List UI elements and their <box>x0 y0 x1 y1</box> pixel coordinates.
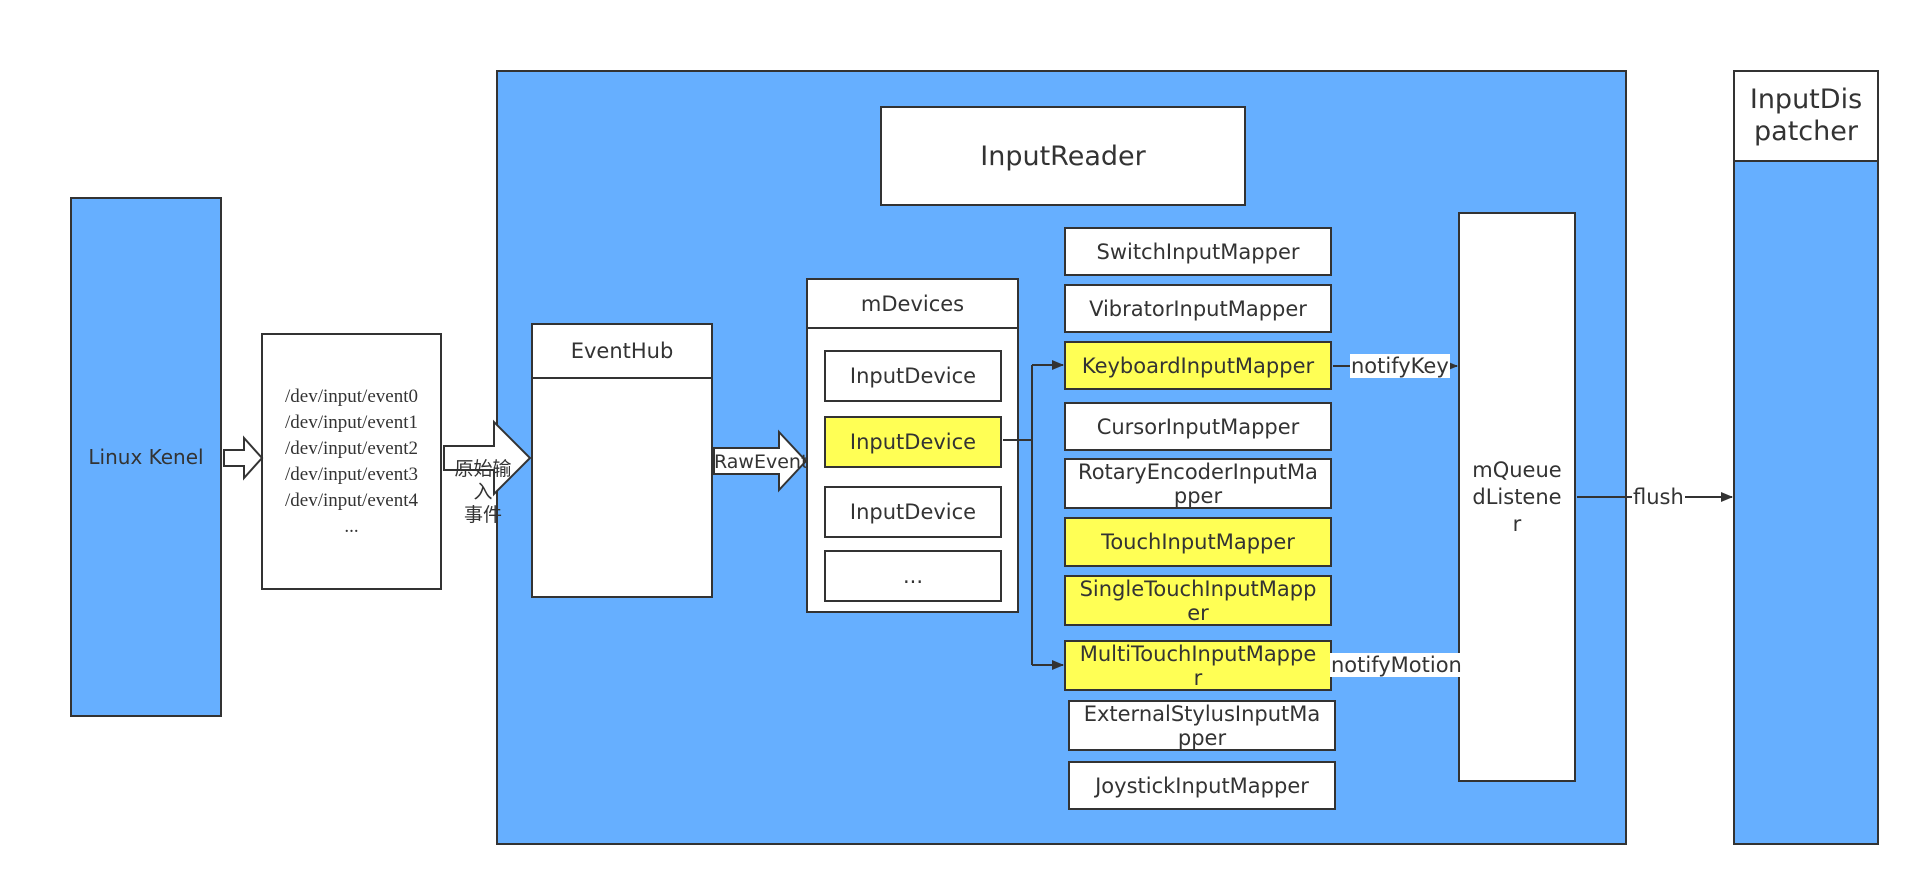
mapper-joystick: JoystickInputMapper <box>1068 761 1336 810</box>
mapper-external-stylus: ExternalStylusInputMa pper <box>1068 700 1336 751</box>
notify-motion-text: notifyMotion <box>1331 653 1462 677</box>
input-device-label: InputDevice <box>849 364 977 388</box>
input-device-item-highlighted: InputDevice <box>824 416 1002 468</box>
m-devices-header: mDevices <box>808 280 1017 329</box>
raw-input-event-label: 原始输入 事件 <box>446 435 520 527</box>
input-reader-title: InputReader <box>980 140 1146 172</box>
mapper-label: SingleTouchInputMapp er <box>1079 576 1317 625</box>
mapper-label: KeyboardInputMapper <box>1081 353 1315 378</box>
mapper-rotary-encoder: RotaryEncoderInputMa pper <box>1064 458 1332 509</box>
device-file-line: ... <box>344 515 359 537</box>
mapper-label: JoystickInputMapper <box>1095 773 1309 798</box>
raw-input-event-text: 原始输入 事件 <box>454 458 512 526</box>
input-device-more-item: ... <box>824 550 1002 602</box>
input-device-more-label: ... <box>902 564 924 588</box>
queued-listener-label: mQueue dListene r <box>1472 457 1562 536</box>
mapper-label: CursorInputMapper <box>1096 414 1300 439</box>
input-device-item: InputDevice <box>824 350 1002 402</box>
notify-key-label: notifyKey <box>1350 354 1450 378</box>
mapper-cursor: CursorInputMapper <box>1064 402 1332 451</box>
device-to-mapper-branch <box>1003 365 1033 665</box>
mapper-single-touch: SingleTouchInputMapp er <box>1064 575 1332 626</box>
event-hub-header: EventHub <box>533 325 711 379</box>
input-device-label: InputDevice <box>849 500 977 524</box>
mapper-label: ExternalStylusInputMa pper <box>1083 701 1321 750</box>
device-file-line: /dev/input/event3 <box>285 463 418 485</box>
event-hub-box: EventHub <box>531 323 713 598</box>
device-files-box: /dev/input/event0 /dev/input/event1 /dev… <box>261 333 442 590</box>
input-dispatcher-block: InputDis patcher <box>1733 70 1879 845</box>
mapper-label: VibratorInputMapper <box>1089 296 1307 321</box>
hollow-arrow-files-to-eventhub <box>443 419 532 497</box>
mapper-label: SwitchInputMapper <box>1096 239 1300 264</box>
mapper-label: RotaryEncoderInputMa pper <box>1078 459 1318 508</box>
device-file-line: /dev/input/event0 <box>285 385 418 407</box>
input-device-item: InputDevice <box>824 486 1002 538</box>
linux-kernel-label: Linux Kenel <box>88 445 204 469</box>
notify-motion-label: notifyMotion <box>1330 653 1463 677</box>
input-reader-title-box: InputReader <box>880 106 1246 206</box>
m-devices-title: mDevices <box>860 291 965 316</box>
mapper-keyboard: KeyboardInputMapper <box>1064 341 1332 390</box>
device-file-line: /dev/input/event2 <box>285 437 418 459</box>
mapper-vibrator: VibratorInputMapper <box>1064 284 1332 333</box>
flush-text: flush <box>1633 485 1684 509</box>
mapper-switch: SwitchInputMapper <box>1064 227 1332 276</box>
mapper-multi-touch: MultiTouchInputMappe r <box>1064 640 1332 691</box>
flush-label: flush <box>1632 485 1685 509</box>
linux-kernel-block: Linux Kenel <box>70 197 222 717</box>
notify-key-text: notifyKey <box>1351 354 1449 378</box>
mapper-label: MultiTouchInputMappe r <box>1079 641 1317 690</box>
device-file-line: /dev/input/event1 <box>285 411 418 433</box>
hollow-arrow-kernel-to-files <box>223 435 264 481</box>
hollow-arrow-eventhub-to-devices <box>713 429 808 493</box>
queued-listener-box: mQueue dListene r <box>1458 212 1576 782</box>
raw-event-text: RawEvent <box>714 451 809 473</box>
input-dispatcher-title: InputDis patcher <box>1749 84 1863 147</box>
raw-event-label: RawEvent <box>713 450 809 474</box>
event-hub-title: EventHub <box>570 339 674 363</box>
input-dispatcher-header: InputDis patcher <box>1735 72 1877 162</box>
device-file-line: /dev/input/event4 <box>285 489 418 511</box>
mapper-label: TouchInputMapper <box>1101 530 1295 554</box>
mapper-touch: TouchInputMapper <box>1064 517 1332 567</box>
input-device-label: InputDevice <box>849 430 977 454</box>
